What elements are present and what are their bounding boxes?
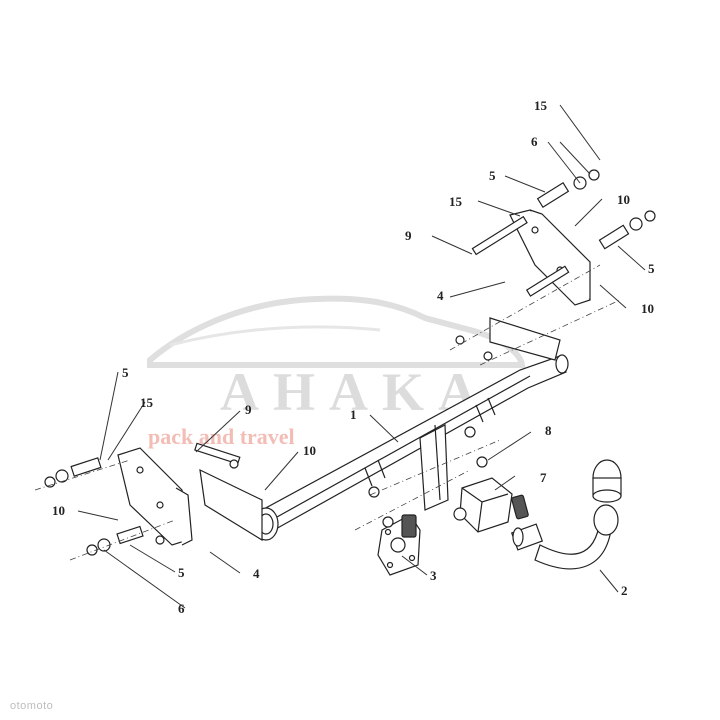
label-part-5-right-top: 5 — [489, 168, 496, 183]
label-part-3: 3 — [430, 568, 437, 583]
label-part-5-left-bottom: 5 — [178, 565, 185, 580]
label-part-10-right-bottom: 10 — [641, 301, 654, 316]
seller-watermark: otomoto — [10, 700, 54, 712]
label-part-9-left: 9 — [245, 402, 252, 417]
right-bracket-part-4 — [509, 209, 591, 306]
label-part-15-left: 15 — [140, 395, 154, 410]
fasteners — [44, 169, 656, 556]
label-part-4-right: 4 — [437, 288, 444, 303]
label-part-5-right-bottom: 5 — [648, 261, 655, 276]
leader-lines — [77, 104, 646, 609]
watermark-car-outline — [147, 295, 526, 368]
label-part-8: 8 — [545, 423, 552, 438]
label-part-1: 1 — [350, 407, 357, 422]
label-part-6-left: 6 — [178, 601, 185, 616]
left-bracket-part-4 — [117, 447, 193, 546]
label-part-15-right: 15 — [449, 194, 463, 209]
assembly-axes — [34, 264, 621, 561]
label-part-5-left-top: 5 — [122, 365, 129, 380]
coupling-head-part-7 — [453, 477, 529, 533]
label-part-10-center: 10 — [303, 443, 316, 458]
label-part-7: 7 — [540, 470, 547, 485]
socket-plate-part-3 — [377, 514, 421, 576]
label-part-10-right-top: 10 — [617, 192, 630, 207]
cross-beam-part-1 — [199, 317, 569, 542]
part-labels: 1 2 3 4 4 5 5 5 5 6 6 7 8 9 9 10 10 10 1… — [52, 98, 655, 616]
watermark: AHAKA pack and travel — [147, 295, 526, 449]
watermark-car-swoosh — [169, 325, 381, 347]
ball-neck-part-2 — [510, 459, 622, 570]
label-part-4-left: 4 — [253, 566, 260, 581]
label-part-15-top: 15 — [534, 98, 548, 113]
label-part-9-right: 9 — [405, 228, 412, 243]
watermark-brand: AHAKA — [220, 362, 491, 422]
label-part-10-left: 10 — [52, 503, 65, 518]
label-part-2: 2 — [621, 583, 628, 598]
label-part-6-right: 6 — [531, 134, 538, 149]
